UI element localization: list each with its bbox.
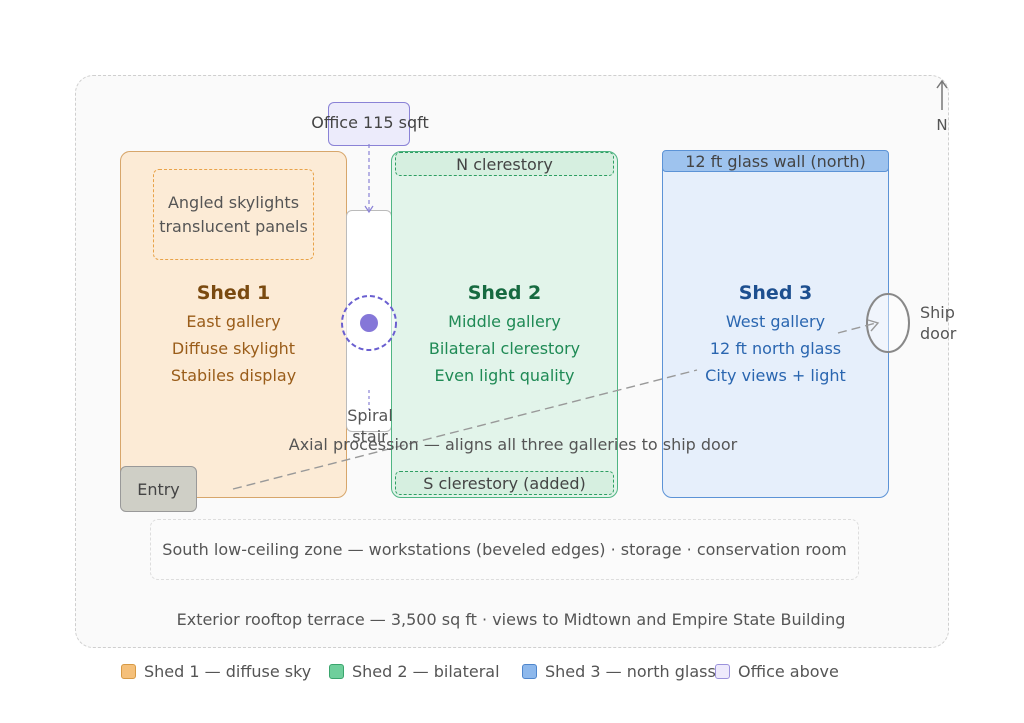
ship-door-label-line-2: door bbox=[920, 324, 957, 343]
legend-swatch-shed-1 bbox=[121, 663, 136, 679]
shed-1-line-2: Diffuse skylight bbox=[171, 339, 296, 358]
entry-box: Entry bbox=[120, 466, 197, 512]
terrace-label: Exterior rooftop terrace — 3,500 sq ft ·… bbox=[176, 610, 846, 629]
legend-label-shed-1: Shed 1 — diffuse sky bbox=[144, 661, 312, 681]
legend-item-shed-3: Shed 3 — north glass bbox=[522, 660, 718, 682]
shed-2-text: Shed 2 Middle gallery Bilateral cleresto… bbox=[391, 282, 618, 389]
legend-item-shed-2: Shed 2 — bilateral bbox=[329, 660, 519, 682]
skylight-line-1: Angled skylights bbox=[167, 192, 300, 212]
shed-1-text: Shed 1 East gallery Diffuse skylight Sta… bbox=[120, 282, 347, 389]
ship-door-label: Ship door bbox=[920, 302, 966, 344]
office-box bbox=[328, 102, 410, 146]
stair-label-line-2: stair bbox=[352, 427, 388, 446]
axial-procession-label: Axial procession — aligns all three gall… bbox=[288, 435, 738, 454]
office-label: Office 115 sqft bbox=[311, 113, 429, 132]
s-clerestory: S clerestory (added) bbox=[395, 471, 614, 495]
shed-1-title: Shed 1 bbox=[196, 282, 271, 304]
shed-3-title: Shed 3 bbox=[738, 282, 813, 304]
legend-swatch-office bbox=[715, 663, 730, 679]
shed-2-line-1: Middle gallery bbox=[448, 312, 561, 331]
legend-label-office: Office above bbox=[738, 661, 839, 681]
shed-1-line-3: Stabiles display bbox=[170, 366, 297, 385]
shed-3-text: Shed 3 West gallery 12 ft north glass Ci… bbox=[662, 282, 889, 389]
angled-skylights-box: Angled skylights translucent panels bbox=[153, 169, 314, 260]
shed-2-line-3: Even light quality bbox=[434, 366, 575, 385]
n-clerestory: N clerestory bbox=[395, 152, 614, 176]
shed-3-line-1: West gallery bbox=[725, 312, 826, 331]
glass-wall-north: 12 ft glass wall (north) bbox=[662, 150, 889, 172]
legend-label-shed-2: Shed 2 — bilateral bbox=[352, 661, 500, 681]
legend-swatch-shed-2 bbox=[329, 663, 344, 679]
north-arrow-icon bbox=[936, 79, 948, 110]
shed-3-line-3: City views + light bbox=[705, 366, 846, 385]
skylight-line-2: translucent panels bbox=[159, 216, 308, 236]
shed-2-line-2: Bilateral clerestory bbox=[428, 339, 581, 358]
ship-door-label-line-1: Ship bbox=[920, 303, 955, 322]
stair-label-line-1: Spiral bbox=[347, 406, 393, 425]
shed-3-line-2: 12 ft north glass bbox=[709, 339, 842, 358]
spiral-stair-strip bbox=[346, 210, 392, 432]
legend-item-office: Office above bbox=[715, 660, 855, 682]
legend-label-shed-3: Shed 3 — north glass bbox=[545, 661, 716, 681]
shed-1-line-1: East gallery bbox=[186, 312, 281, 331]
legend-swatch-shed-3 bbox=[522, 663, 537, 679]
south-low-ceiling-zone: South low-ceiling zone — workstations (b… bbox=[150, 519, 859, 580]
legend-item-shed-1: Shed 1 — diffuse sky bbox=[121, 660, 321, 682]
shed-2-title: Shed 2 bbox=[467, 282, 542, 304]
north-label: N bbox=[936, 116, 948, 134]
spiral-stair-label: Spiral stair bbox=[340, 405, 400, 447]
